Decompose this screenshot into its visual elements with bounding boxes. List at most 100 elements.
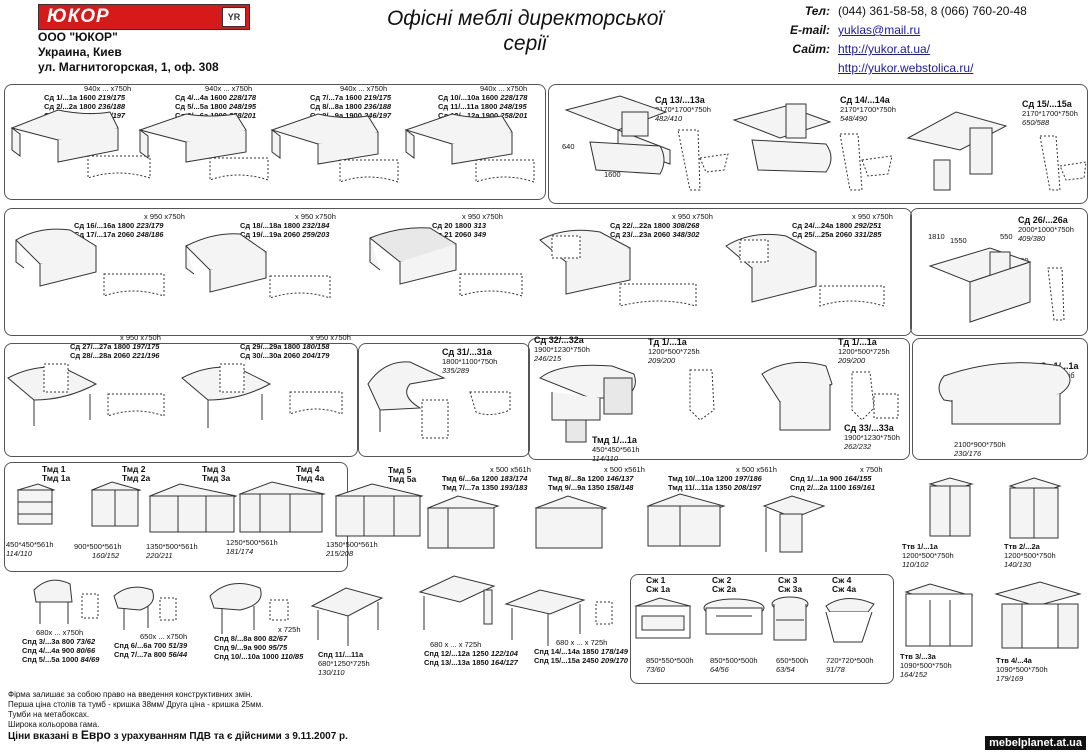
- desk-sd15-drawing: [906, 111, 1087, 191]
- row4-group3: x 500 x561h Тмд 10/...10а 1200 197/186 Т…: [668, 465, 777, 492]
- phone-value: (044) 361-58-58, 8 (066) 760-20-48: [838, 4, 1027, 18]
- tmd4-head: Тмд 4 Тмд 4а: [296, 464, 325, 483]
- row1-group4: 940х ... x750h Сд 10/...10а 1600 228/178…: [438, 84, 528, 120]
- sd26-dim-1550: 1550: [950, 236, 967, 245]
- cabinet-tmd1-drawing: [16, 483, 56, 525]
- company-city: Украина, Киев: [38, 45, 122, 59]
- section-sd31: [358, 343, 530, 457]
- tmd1-label: Тмд 1/...1а 450*450*561h 114/110: [592, 435, 640, 464]
- desk-sd22-drawing: [539, 229, 697, 307]
- page-title: Офісні меблі директорської серії: [386, 7, 664, 55]
- site-link-1[interactable]: http://yukor.at.ua/: [838, 42, 931, 56]
- desk-sd26-drawing: [928, 247, 1065, 323]
- row2-group5: x 950 x750h Сд 24/...24а 1800 292/251 Сд…: [792, 212, 893, 239]
- row4-group1: x 500 x561h Тмд 6/...6а 1200 183/174 Тмд…: [442, 465, 531, 492]
- tv-stand-ttv1-drawing: [928, 477, 974, 537]
- tmd1-size: 450*450*561h 114/110: [6, 540, 54, 558]
- ttv1-label: Ттв 1/...1а 1200*500*750h 110/102: [902, 542, 954, 569]
- desk-sd7-drawing: [270, 113, 399, 183]
- coffee-table-szh4-drawing: [825, 598, 875, 643]
- row2-group3: x 950 x750h Сд 20 1800 313 Сд 21 2060 34…: [432, 212, 503, 239]
- ttv4-label: Ттв 4/...4а 1090*500*750h 179/169: [996, 656, 1048, 683]
- desk-sd31-drawing: [367, 361, 511, 439]
- prices-note: Ціни вказані в Евро з урахуванням ПДВ та…: [8, 728, 348, 742]
- spd11-label: Спд 11/...11а 680*1250*725h 130/110: [318, 650, 370, 677]
- sd13-dim-640: 640: [562, 142, 575, 151]
- site-link-2[interactable]: http://yukor.webstolica.ru/: [838, 61, 974, 75]
- desk-sd10-drawing: [404, 113, 535, 183]
- sd26-label: Сд 26/...26а 2000*1000*750h 409/380: [1018, 215, 1074, 244]
- sd13-label: Сд 13/...13а 2170*1700*750h 482/410: [655, 95, 711, 124]
- szh3-head: Сж 3 Сж 3а: [778, 575, 803, 594]
- desk-sd14-drawing: [732, 103, 893, 191]
- cabinet-tmd2-drawing: [90, 481, 142, 527]
- contacts: Тел: (044) 361-58-58, 8 (066) 760-20-48 E…: [760, 2, 1027, 78]
- desk-spd1-drawing: [762, 495, 826, 553]
- company-logo: ЮКОР YR: [38, 4, 250, 30]
- szh2-size: 850*500*500h 64/56: [710, 656, 758, 674]
- section-corner-desks: [548, 84, 1088, 204]
- desk-sd29-drawing: [181, 363, 343, 428]
- tmd3-head: Тмд 3 Тмд 3а: [202, 464, 231, 483]
- row2-group4: x 950 x750h Сд 22/...22а 1800 308/268 Сд…: [610, 212, 713, 239]
- ttv2-label: Ттв 2/...2а 1200*500*750h 140/130: [1004, 542, 1056, 569]
- szh4-head: Сж 4 Сж 4а: [832, 575, 857, 594]
- section-ck1: [912, 338, 1088, 460]
- tmd3-size: 1350*500*561h 220/211: [146, 542, 198, 560]
- cabinet-tmd10-drawing: [646, 493, 726, 547]
- row4-group4: x 750h Спд 1/...1а 900 164/155 Спд 2/...…: [790, 465, 883, 492]
- tmd2-head: Тмд 2 Тмд 2а: [122, 464, 151, 483]
- szh1-size: 850*550*500h 73/60: [646, 656, 694, 674]
- table-spd11-drawing: [310, 587, 384, 646]
- desk-sd32-drawing: [539, 364, 715, 443]
- szh4-size: 720*720*500h 91/78: [826, 656, 874, 674]
- row5-group3: x 725h Спд 8/...8а 800 82/67 Спд 9/...9а…: [214, 625, 304, 661]
- sd26-dim-1810: 1810: [928, 232, 945, 241]
- logo-text: ЮКОР: [47, 6, 110, 27]
- tmd1-head: Тмд 1 Тмд 1а: [42, 464, 71, 483]
- tv-stand-ttv2-drawing: [1008, 477, 1062, 539]
- section-sd32-33: [528, 338, 910, 460]
- td1-label: Тд 1/...1а 1200*500*725h 209/200: [648, 337, 700, 366]
- row3-group1: x 950 x750h Сд 27/...27а 1800 197/175 Сд…: [70, 333, 161, 360]
- szh1-head: Сж 1 Сж 1а: [646, 575, 671, 594]
- section-desks-row3: [4, 343, 358, 457]
- section-desks-row2: [4, 208, 912, 336]
- ttv3-label: Ттв 3/...3а 1090*500*750h 164/152: [900, 652, 952, 679]
- company-name: ООО "ЮКОР": [38, 30, 118, 44]
- desk-sd27-drawing: [7, 363, 165, 426]
- tv-stand-ttv4-drawing: [994, 581, 1082, 649]
- cabinet-tmd4-drawing: [238, 481, 326, 533]
- table-spd3-drawing: [33, 579, 99, 624]
- tmd5-size: 1350*500*561h 215/208: [326, 540, 378, 558]
- szh3-size: 650*500h 63/54: [776, 656, 809, 674]
- tv-stand-ttv3-drawing: [904, 583, 974, 647]
- sd32-label: Сд 32/...32а 1900*1230*750h 246/215: [534, 335, 590, 364]
- coffee-table-szh1-drawing: [634, 597, 692, 639]
- email-link[interactable]: yuklas@mail.ru: [838, 23, 921, 37]
- tmd4-size: 1250*500*561h 181/174: [226, 538, 278, 556]
- logo-mark: YR: [222, 7, 246, 27]
- tmd5-head: Тмд 5 Тмд 5а: [388, 465, 417, 484]
- email-label: E-mail:: [789, 23, 830, 37]
- sd15-label: Сд 15/...15а 2170*1700*750h 650/588: [1022, 99, 1078, 128]
- ck1-size: 2100*900*750h 230/176: [954, 440, 1006, 458]
- cabinet-tmd8-drawing: [534, 495, 608, 549]
- desk-sd13-drawing: [564, 95, 729, 191]
- row5-group4: 680 х ... х 725h Спд 12/...12а 1250 122/…: [424, 640, 518, 667]
- company-street: ул. Магнитогорская, 1, оф. 308: [38, 60, 219, 74]
- desk-sd24-drawing: [725, 233, 885, 307]
- sd33-label: Сд 33/...33а 1900*1230*750h 262/232: [844, 423, 900, 452]
- desk-sd1-drawing: [10, 109, 151, 179]
- desk-sd33-drawing: [761, 361, 899, 431]
- phone-label: Тел:: [804, 4, 830, 18]
- row5-group1: 680х ... x750h Спд 3/...3а 800 73/62 Спд…: [22, 628, 100, 664]
- td1b-label: Тд 1/...1а 1200*500*725h 209/200: [838, 337, 890, 366]
- watermark: mebelplanet.at.ua: [985, 736, 1086, 750]
- szh2-head: Сж 2 Сж 2а: [712, 575, 737, 594]
- table-spd14-drawing: [504, 589, 613, 646]
- sd14-label: Сд 14/...14а 2170*1700*750h 548/490: [840, 95, 896, 124]
- desk-sd20-drawing: [369, 227, 523, 297]
- site-label: Сайт:: [792, 42, 830, 56]
